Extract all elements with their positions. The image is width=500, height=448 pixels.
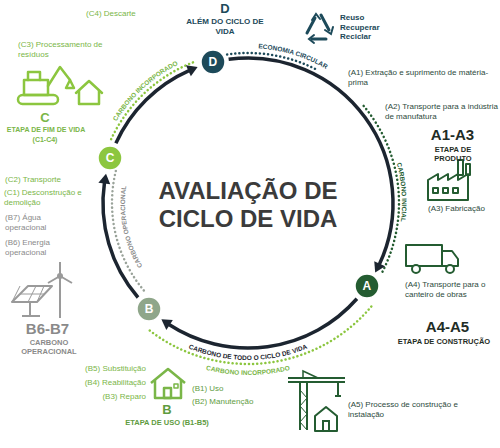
stage-heading: ALÉM DO CICLO DE VIDA	[180, 17, 270, 36]
module-label: (B2) Manutenção	[192, 397, 272, 407]
arc-label: CARBONO OPERACIONAL	[119, 185, 143, 269]
module-label: (A3) Fabricação	[428, 204, 498, 214]
module-label: (C4) Descarte	[86, 9, 156, 19]
stage-heading: ETAPA DE USO (B1-B5)	[112, 418, 222, 427]
stage-letter: C	[20, 110, 70, 126]
arc-label: CARBONO INICIAL	[396, 162, 408, 223]
module-label: (B1) Uso	[192, 384, 252, 394]
stage-letter: D	[209, 55, 218, 69]
module-label: (C2) Transporte	[5, 175, 90, 185]
stage-heading: ETAPA DE PRODUTO	[420, 145, 486, 163]
stage-circle: A	[354, 273, 380, 299]
arc-label: CARBONO OPERACIONAL	[119, 185, 143, 269]
cycle-arrow	[116, 65, 198, 143]
module-label: (B5) Substituição	[60, 364, 146, 374]
stage-circle: D	[200, 49, 226, 75]
cycle-arc	[103, 182, 138, 297]
stage-letter: B	[117, 402, 217, 418]
arc-label: CARBONO INICIAL	[396, 162, 408, 223]
arc-label: CARBONO INCORPORADO	[206, 364, 291, 376]
cycle-arrow	[161, 299, 357, 348]
truck-icon	[406, 245, 458, 273]
factory-icon	[428, 160, 470, 200]
circular-actions: Reuso Recuperar Reciclar	[340, 13, 392, 42]
module-label: (B6) Energia operacional	[5, 238, 77, 257]
house-icon	[151, 369, 185, 398]
stage-code: (C1-C4)	[20, 136, 70, 144]
stage-letter: A	[362, 279, 371, 293]
arc-label: CARBONO DE TODO O CICLO DE VIDA	[188, 343, 308, 361]
module-label: (C1) Desconstrução e demolição	[4, 188, 96, 207]
stage-circle: B	[136, 296, 162, 322]
excavator-icon	[18, 67, 102, 104]
stage-code: B6-B7	[5, 320, 90, 338]
module-label: (A2) Transporte para a indústria de manu…	[385, 102, 498, 121]
arc-label: CARBONO INCORPORADO	[206, 364, 291, 376]
arc-label: CARBONO INCORPORADO	[111, 59, 178, 122]
stage-letter: C	[106, 151, 115, 165]
cycle-arrow	[229, 58, 393, 273]
stage-code: A4-A5	[400, 318, 495, 336]
stage-heading: CARBONO OPERACIONAL	[2, 338, 96, 356]
cycle-arc	[116, 70, 190, 143]
module-label: (B4) Reabilitação	[60, 378, 146, 388]
cycle-arc	[229, 58, 393, 265]
cycle-arc	[169, 299, 357, 348]
stage-letter: D	[195, 1, 255, 17]
module-label: (A4) Transporte para o canteiro de obras	[405, 280, 498, 299]
stage-circle: C	[97, 145, 123, 171]
diagram-title: AVALIAÇÃO DE CICLO DE VIDA	[143, 177, 353, 232]
stage-code: A1-A3	[410, 126, 495, 144]
stage-heading: ETAPA DE FIM DE VIDA	[0, 126, 92, 134]
renewable-energy-icon	[12, 262, 72, 318]
module-label: (B3) Reparo	[60, 392, 146, 402]
arc-label: CARBONO DE TODO O CICLO DE VIDA	[188, 343, 308, 361]
stage-heading: ETAPA DE CONSTRUÇÃO	[390, 337, 498, 346]
arc-label: CARBONO INCORPORADO	[111, 59, 178, 122]
cycle-arrow	[98, 174, 138, 298]
recycle-icon	[307, 14, 333, 43]
stage-letter: B	[145, 302, 154, 316]
module-label: (A5) Processo de construção e instalação	[348, 400, 473, 419]
module-label: (B7) Água operacional	[5, 213, 77, 232]
module-label: (C3) Processamento de resíduos	[18, 40, 122, 59]
module-label: (A1) Extração e suprimento de matéria-pr…	[348, 68, 496, 87]
dotted-carbon-arc	[112, 168, 144, 291]
crane-icon	[288, 371, 345, 431]
